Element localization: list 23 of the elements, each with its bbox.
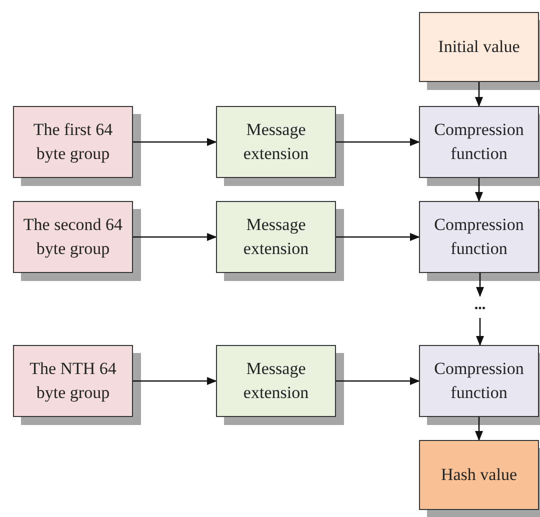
arrow — [133, 138, 217, 146]
arrow — [475, 417, 483, 441]
process-box: Message extension — [216, 106, 336, 178]
initial-value-box: Initial value — [419, 12, 539, 82]
input-box: The first 64 byte group — [13, 106, 133, 178]
arrow — [336, 138, 420, 146]
process-box: Compression function — [419, 106, 539, 178]
arrow — [336, 233, 420, 241]
process-box: Message extension — [216, 201, 336, 273]
arrow — [133, 377, 217, 385]
arrow — [476, 318, 484, 346]
arrow — [336, 377, 420, 385]
process-box: Compression function — [419, 345, 539, 417]
output-box: Hash value — [419, 440, 539, 510]
arrow — [133, 233, 217, 241]
input-box: The NTH 64 byte group — [13, 345, 133, 417]
arrow — [475, 178, 483, 202]
process-box: Message extension — [216, 345, 336, 417]
process-box: Compression function — [419, 201, 539, 273]
input-box: The second 64 byte group — [13, 201, 133, 273]
arrow — [476, 273, 484, 297]
arrow — [475, 82, 483, 107]
ellipsis: ... — [466, 296, 494, 314]
